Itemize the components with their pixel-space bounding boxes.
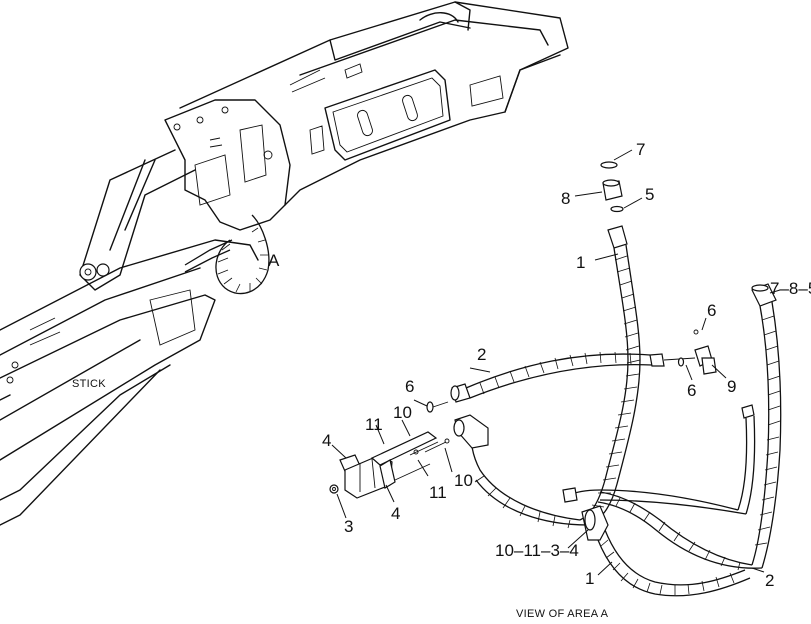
callout-10-top: 10 (393, 403, 412, 422)
callout-labels: 7 8 5 1 7–8–5 6 2 6 9 6 11 10 4 11 10 4 … (322, 140, 811, 590)
callout-10-bottom: 10 (454, 471, 473, 490)
callout-6-left: 6 (405, 377, 414, 396)
callout-4-bottom: 4 (391, 504, 400, 523)
hose-1-lower (581, 505, 751, 597)
hose-2-upper (450, 351, 665, 403)
view-caption: VIEW OF AREA A (516, 608, 609, 620)
callout-11-bottom: 11 (429, 483, 447, 502)
callout-4-left: 4 (322, 431, 331, 450)
callout-6-upper: 6 (707, 301, 716, 320)
stick-label: STICK (72, 378, 106, 390)
fitting-group-6-9 (663, 329, 717, 375)
o-ring-5 (610, 205, 624, 213)
boom-stick-illustration (0, 1, 569, 526)
seal-7 (600, 161, 618, 169)
callout-2-lower: 2 (765, 571, 774, 590)
callout-3: 3 (344, 517, 353, 536)
leader-lines (331, 149, 781, 576)
callout-6-mid: 6 (687, 381, 696, 400)
callout-7-8-5: 7–8–5 (770, 279, 811, 298)
clamp-assembly (329, 401, 450, 499)
hose-1-upper (453, 161, 641, 529)
callout-1-lower: 1 (585, 569, 594, 588)
callout-11-top: 11 (365, 415, 383, 434)
callout-2-upper: 2 (477, 345, 486, 364)
hose-2-lower (562, 283, 782, 571)
callout-5: 5 (645, 185, 654, 204)
callout-9: 9 (727, 377, 736, 396)
area-a-marker: A (268, 251, 280, 270)
callout-7: 7 (636, 140, 645, 159)
callout-1-upper: 1 (576, 253, 585, 272)
callout-10-11-3-4: 10–11–3–4 (495, 541, 579, 560)
callout-8: 8 (561, 189, 570, 208)
